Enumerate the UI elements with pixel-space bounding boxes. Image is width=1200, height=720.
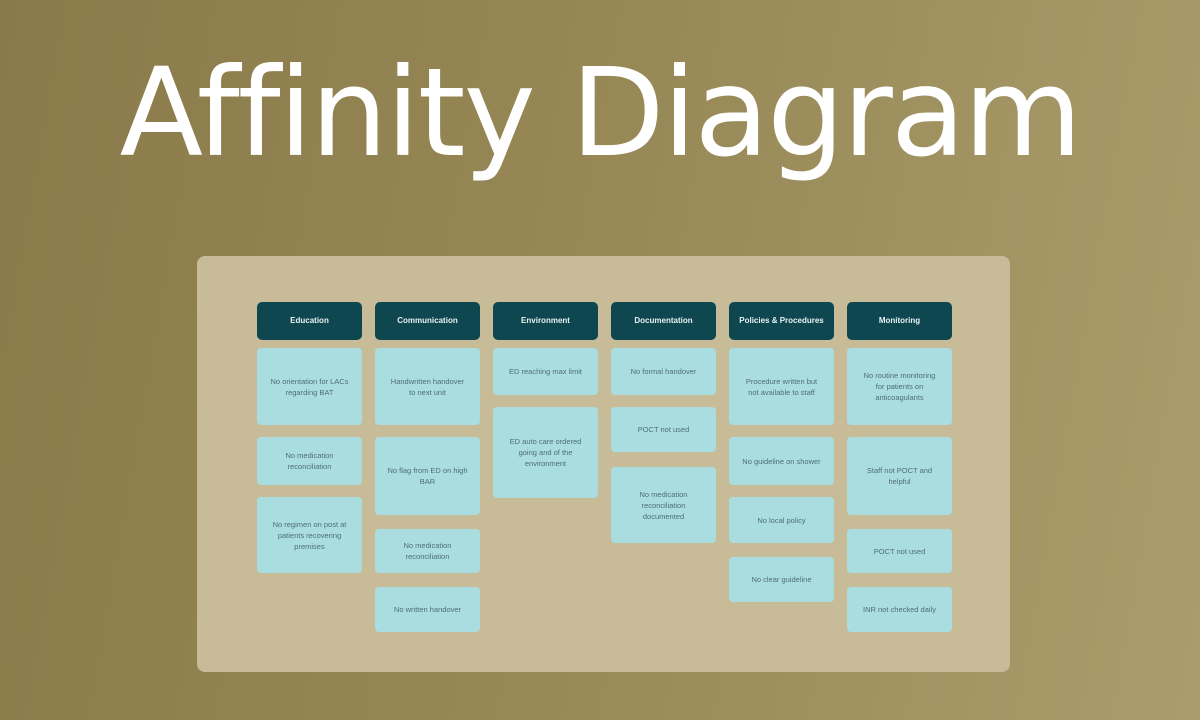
note-card: No flag from ED on high BAR (375, 437, 480, 515)
note-card: No guideline on shower (729, 437, 834, 485)
note-card: No written handover (375, 587, 480, 632)
column-header: Documentation (611, 302, 716, 340)
column-header: Communication (375, 302, 480, 340)
note-card: ED reaching max limit (493, 348, 598, 395)
note-card: No medication reconciliation documented (611, 467, 716, 543)
column-header: Education (257, 302, 362, 340)
column-header: Policies & Procedures (729, 302, 834, 340)
note-card: No regimen on post at patients recoverin… (257, 497, 362, 573)
note-card: ED auto care ordered going and of the en… (493, 407, 598, 498)
note-card: INR not checked daily (847, 587, 952, 632)
note-card: No clear guideline (729, 557, 834, 602)
column-header: Environment (493, 302, 598, 340)
note-card: No medication reconciliation (257, 437, 362, 485)
column-communication: Communication Handwritten handover to ne… (375, 302, 480, 632)
column-environment: Environment ED reaching max limit ED aut… (493, 302, 598, 498)
note-card: Procedure written but not available to s… (729, 348, 834, 425)
note-card: No orientation for LACs regarding BAT (257, 348, 362, 425)
note-card: No routine monitoring for patients on an… (847, 348, 952, 425)
affinity-board: Education No orientation for LACs regard… (197, 256, 1010, 672)
column-monitoring: Monitoring No routine monitoring for pat… (847, 302, 952, 632)
column-header: Monitoring (847, 302, 952, 340)
column-policies-procedures: Policies & Procedures Procedure written … (729, 302, 834, 602)
note-card: POCT not used (611, 407, 716, 452)
note-card: Staff not POCT and helpful (847, 437, 952, 515)
column-documentation: Documentation No formal handover POCT no… (611, 302, 716, 543)
note-card: No medication reconciliation (375, 529, 480, 573)
page-title: Affinity Diagram (119, 42, 1083, 184)
note-card: Handwritten handover to next unit (375, 348, 480, 425)
column-education: Education No orientation for LACs regard… (257, 302, 362, 573)
note-card: No formal handover (611, 348, 716, 395)
note-card: POCT not used (847, 529, 952, 573)
note-card: No local policy (729, 497, 834, 543)
